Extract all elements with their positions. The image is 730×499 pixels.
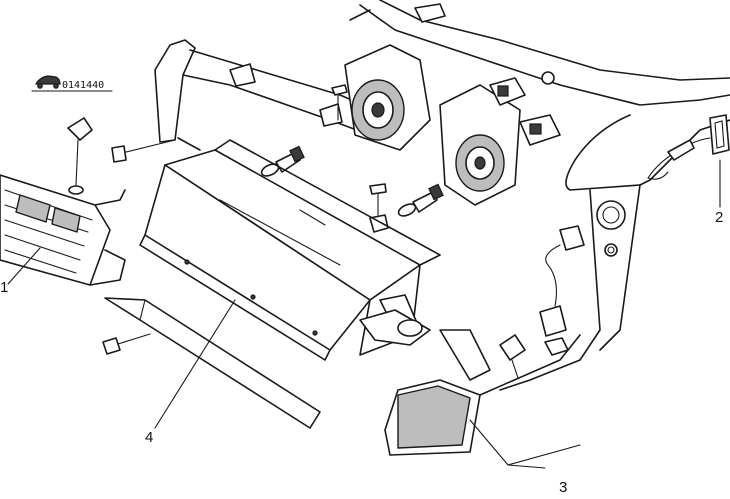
- bulbs-and-screws: [67, 84, 444, 355]
- callout-leaders: [7, 159, 721, 469]
- callout-4: 4: [145, 429, 153, 446]
- figure-code: 0141440: [62, 80, 104, 91]
- radiator-grille: [0, 174, 126, 286]
- callout-1: 1: [0, 279, 8, 296]
- headlamp-unit: [139, 139, 441, 361]
- lower-trim-strip: [104, 297, 321, 429]
- turn-signal-lamp: [384, 225, 585, 456]
- callout-2: 2: [715, 209, 723, 226]
- front-body-panel: [349, 0, 730, 391]
- side-marker-lamp: [647, 114, 730, 180]
- car-silhouette-icon: [34, 75, 61, 89]
- headlamp-reflectors: [344, 44, 561, 206]
- figure-code-label: 0141440: [31, 75, 113, 92]
- mounting-bracket: [154, 39, 376, 151]
- callout-3: 3: [559, 479, 567, 496]
